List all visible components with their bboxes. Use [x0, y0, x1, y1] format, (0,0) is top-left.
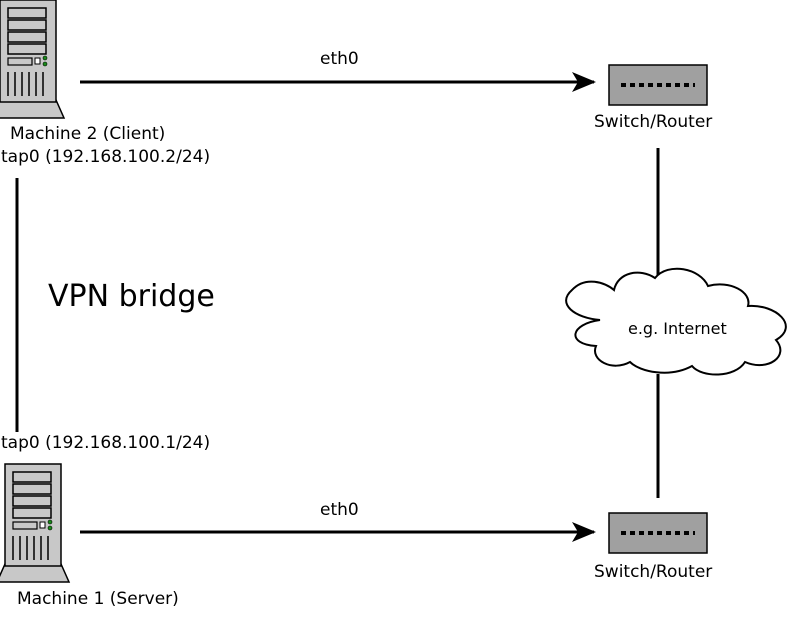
eth0-bottom-label: eth0: [320, 500, 359, 520]
vpn-bridge-label: VPN bridge: [48, 279, 215, 314]
cloud-label: e.g. Internet: [628, 319, 727, 338]
switch-router-icon-bottom: [607, 511, 709, 555]
eth0-top-label: eth0: [320, 49, 359, 69]
machine-2-tap-label: tap0 (192.168.100.2/24): [1, 147, 210, 167]
switch-top-label: Switch/Router: [594, 112, 712, 132]
switch-router-icon-top: [607, 63, 709, 107]
cloud-icon: [565, 267, 787, 376]
machine-1-label: Machine 1 (Server): [17, 589, 179, 609]
server-icon-machine-1: [0, 463, 70, 583]
machine-2-label: Machine 2 (Client): [10, 124, 165, 144]
machine-1-tap-label: tap0 (192.168.100.1/24): [1, 433, 210, 453]
switch-bottom-label: Switch/Router: [594, 562, 712, 582]
server-icon-machine-2: [0, 0, 65, 119]
